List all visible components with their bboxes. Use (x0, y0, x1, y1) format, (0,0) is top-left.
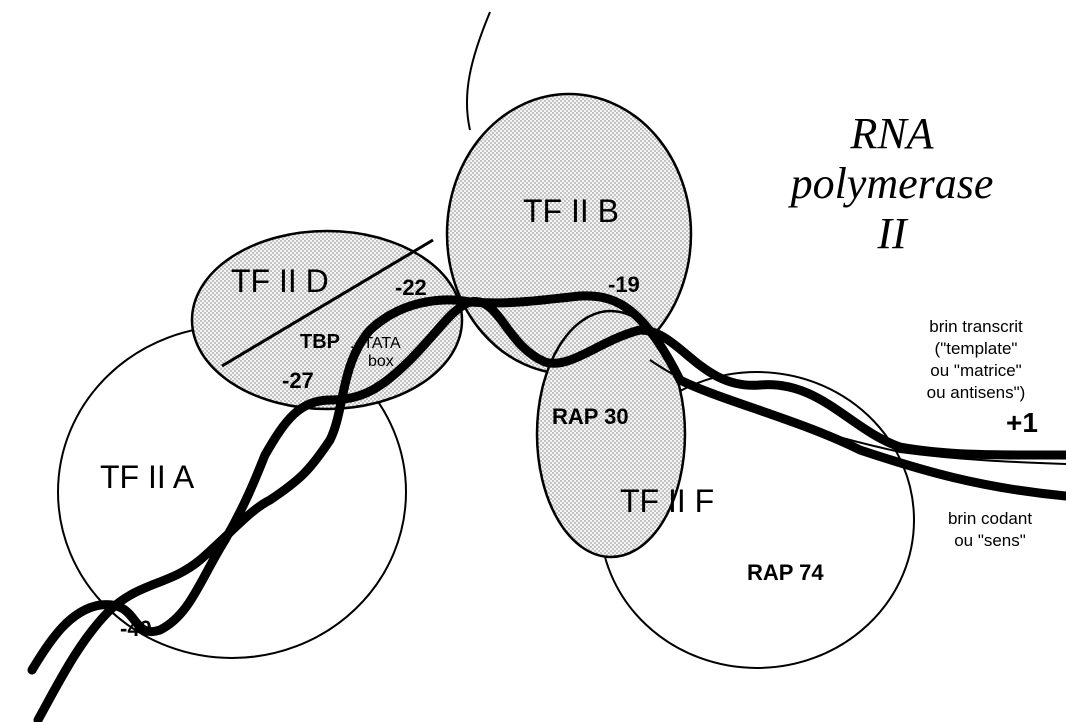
tbp-label: TBP (300, 331, 340, 353)
template-strand-label-4: ou antisens") (927, 383, 1026, 402)
rap74-label: RAP 74 (747, 560, 824, 585)
template-strand-label-3: ou "matrice" (930, 361, 1021, 380)
template-strand-label-2: ("template" (935, 339, 1018, 358)
template-strand-thin (649, 359, 1066, 465)
tfiia-label: TF II A (100, 459, 195, 495)
rap30-ellipse (535, 309, 687, 559)
title-line2: polymerase (788, 159, 994, 208)
tata-box-label-1: ...TATA (350, 335, 401, 352)
position-m27: -27 (282, 368, 314, 393)
tata-box-label-2: box (368, 353, 394, 370)
position-m19: -19 (608, 272, 640, 297)
rap30-label: RAP 30 (552, 404, 629, 429)
tfiif-label: TF II F (620, 483, 714, 519)
coding-strand-label-1: brin codant (948, 509, 1032, 528)
position-p1: +1 (1006, 407, 1038, 438)
tfiid-ellipse (190, 229, 464, 411)
title-line3: II (876, 209, 909, 258)
template-strand-label-1: brin transcrit (929, 317, 1023, 336)
tfiib-label: TF II B (523, 193, 619, 229)
coding-strand-label-2: ou "sens" (954, 531, 1026, 550)
dna-strand-template (27, 297, 1066, 675)
tfiid-label: TF II D (231, 263, 329, 299)
tbp-divider (221, 238, 434, 368)
polymerase-outline (465, 11, 491, 131)
position-m22: -22 (395, 275, 427, 300)
position-m40: -40 (120, 616, 152, 641)
title-line1: RNA (849, 109, 934, 158)
dna-strand-coding (33, 291, 1066, 722)
